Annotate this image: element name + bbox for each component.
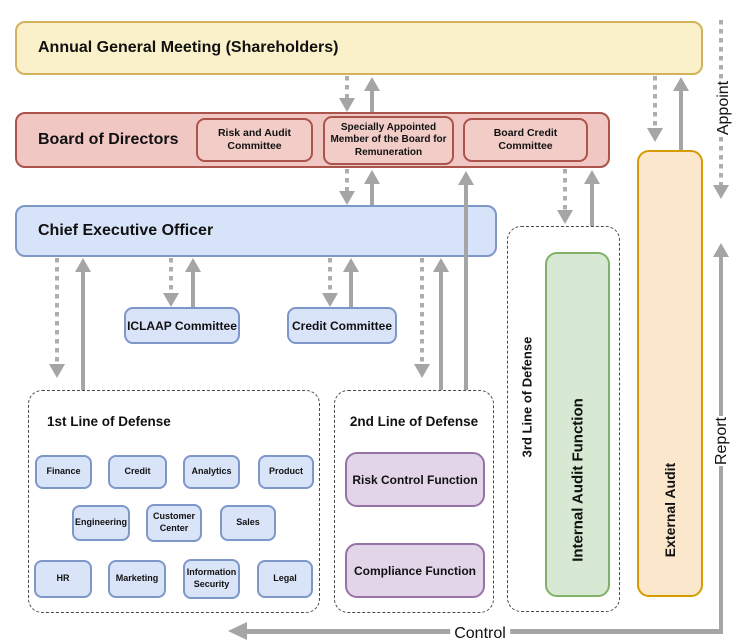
arrow-board-to-ceo-dashed xyxy=(345,169,349,192)
arrow-ceo-to-secondline-dashed xyxy=(420,258,424,365)
arrow-agm-to-externalaudit-dashed xyxy=(653,76,657,129)
risk-control-function-box: Risk Control Function xyxy=(345,452,485,507)
report-label: Report xyxy=(710,415,734,467)
arrowhead-board-to-ceo xyxy=(339,191,355,205)
arrowhead-ceo-to-iclaap xyxy=(163,293,179,307)
dept-information-security: Information Security xyxy=(183,559,240,599)
arrow-secondline-to-ceo-solid xyxy=(439,271,443,390)
second-line-title: 2nd Line of Defense xyxy=(349,414,479,429)
credit-committee-label: Credit Committee xyxy=(291,318,392,333)
compliance-function-box: Compliance Function xyxy=(345,543,485,598)
arrow-firstline-to-ceo-solid xyxy=(81,271,85,390)
arrowhead-externalaudit-to-agm xyxy=(673,77,689,91)
arrow-creditcommittee-to-ceo-solid xyxy=(349,271,353,307)
arrowhead-iclaap-to-ceo xyxy=(185,258,201,272)
dept-finance: Finance xyxy=(35,455,92,489)
dept-hr: HR xyxy=(34,560,92,598)
remuneration-member-label: Specially Appointed Member of the Board … xyxy=(330,121,447,158)
dept-engineering: Engineering xyxy=(72,505,130,541)
appoint-label: Appoint xyxy=(712,79,736,137)
arrowhead-secondline-to-board xyxy=(458,171,474,185)
board-credit-committee-label: Board Credit Committee xyxy=(493,126,558,152)
arrowhead-ceo-to-creditcommittee xyxy=(322,293,338,307)
third-line-container xyxy=(507,226,620,612)
arrowhead-creditcommittee-to-ceo xyxy=(343,258,359,272)
credit-committee-box: Credit Committee xyxy=(287,307,397,344)
board-label: Board of Directors xyxy=(38,131,179,148)
arrowhead-control xyxy=(228,622,247,640)
risk-control-function-label: Risk Control Function xyxy=(352,472,478,487)
agm-box: Annual General Meeting (Shareholders) xyxy=(15,21,703,75)
dept-credit: Credit xyxy=(108,455,167,489)
internal-audit-function-label: Internal Audit Function xyxy=(569,398,587,562)
second-line-container xyxy=(334,390,494,613)
arrowhead-report xyxy=(713,243,729,257)
agm-label: Annual General Meeting (Shareholders) xyxy=(38,39,339,56)
dept-legal: Legal xyxy=(257,560,313,598)
iclaap-committee-label: ICLAAP Committee xyxy=(127,318,237,333)
arrow-board-to-agm-solid xyxy=(370,90,374,112)
arrowhead-ceo-to-firstline xyxy=(49,364,65,378)
dept-analytics: Analytics xyxy=(183,455,240,489)
arrowhead-appoint xyxy=(713,185,729,199)
arrow-board-to-thirdline-dashed xyxy=(563,169,567,211)
arrow-ceo-to-iclaap-dashed xyxy=(169,258,173,294)
third-line-title: 3rd Line of Defense xyxy=(519,336,535,458)
external-audit-label: External Audit xyxy=(662,462,678,558)
arrowhead-ceo-to-board xyxy=(364,170,380,184)
ceo-box: Chief Executive Officer xyxy=(15,205,497,257)
dept-sales: Sales xyxy=(220,505,276,541)
arrowhead-agm-to-externalaudit xyxy=(647,128,663,142)
dept-marketing: Marketing xyxy=(108,560,166,598)
arrowhead-agm-to-board xyxy=(339,98,355,112)
arrowhead-board-to-thirdline xyxy=(557,210,573,224)
dept-customer-center: Customer Center xyxy=(146,504,202,542)
arrow-externalaudit-to-agm-solid xyxy=(679,90,683,150)
arrowhead-firstline-to-ceo xyxy=(75,258,91,272)
internal-audit-function-box xyxy=(545,252,610,597)
arrowhead-ceo-to-secondline xyxy=(414,364,430,378)
arrow-secondline-to-board-solid xyxy=(464,184,468,390)
arrow-ceo-to-creditcommittee-dashed xyxy=(328,258,332,294)
arrow-thirdline-to-board-solid xyxy=(590,183,594,226)
iclaap-committee-box: ICLAAP Committee xyxy=(124,307,240,344)
risk-audit-committee-box: Risk and Audit Committee xyxy=(196,118,313,162)
compliance-function-label: Compliance Function xyxy=(353,563,476,578)
board-credit-committee-box: Board Credit Committee xyxy=(463,118,588,162)
external-audit-box xyxy=(637,150,703,597)
arrow-ceo-to-board-solid xyxy=(370,183,374,205)
arrowhead-board-to-agm xyxy=(364,77,380,91)
arrow-agm-to-board-dashed xyxy=(345,76,349,99)
arrowhead-secondline-to-ceo xyxy=(433,258,449,272)
arrow-iclaap-to-ceo-solid xyxy=(191,271,195,307)
remuneration-member-box: Specially Appointed Member of the Board … xyxy=(323,116,454,165)
arrowhead-thirdline-to-board xyxy=(584,170,600,184)
ceo-label: Chief Executive Officer xyxy=(38,222,214,239)
risk-audit-committee-label: Risk and Audit Committee xyxy=(217,126,292,152)
first-line-title: 1st Line of Defense xyxy=(47,414,171,429)
arrow-ceo-to-firstline-dashed xyxy=(55,258,59,365)
dept-product: Product xyxy=(258,455,314,489)
control-label: Control xyxy=(450,625,510,641)
first-line-container xyxy=(28,390,320,613)
